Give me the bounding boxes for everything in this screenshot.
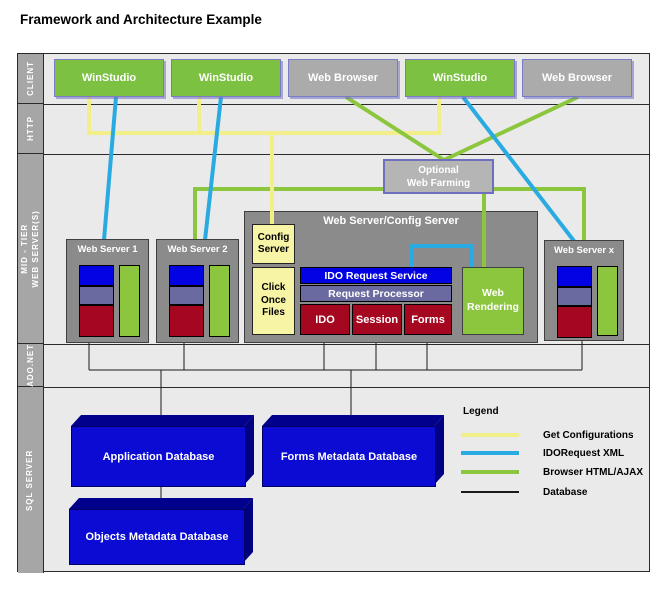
- client-box-web-browser-1: Web Browser: [288, 59, 398, 97]
- data-components-block: [79, 305, 114, 337]
- web-rendering-block: [119, 265, 140, 337]
- band-separator: [18, 344, 649, 345]
- band-separator: [18, 387, 649, 388]
- band-separator: [18, 104, 649, 105]
- ido-request-service-bar: IDO Request Service: [300, 267, 452, 284]
- band-client: CLIENT: [18, 54, 44, 104]
- web-config-server-box: Web Server/Config Server Config Server C…: [244, 211, 538, 343]
- client-box-web-browser-2: Web Browser: [522, 59, 632, 97]
- client-box-winstudio-2: WinStudio: [171, 59, 281, 97]
- ido-service-block: [79, 265, 114, 286]
- db-right-face: [434, 415, 444, 485]
- web-server-1-title: Web Server 1: [77, 244, 138, 255]
- ido-service-block: [169, 265, 204, 286]
- web-rendering-box: Web Rendering: [462, 267, 524, 335]
- objects-metadata-database: Objects Metadata Database: [69, 498, 253, 565]
- legend-title: Legend: [463, 406, 499, 417]
- band-client-label: CLIENT: [25, 61, 35, 96]
- ido-component: IDO: [300, 304, 350, 335]
- client-box-winstudio-3: WinStudio: [405, 59, 515, 97]
- legend-swatch-yellow: [461, 433, 519, 437]
- ido-service-block: [557, 266, 592, 287]
- web-server-x-box: Web Server x: [544, 240, 624, 341]
- db-right-face: [244, 415, 254, 485]
- click-once-files-box: Click Once Files: [252, 267, 295, 335]
- legend-item-browser-html-ajax: Browser HTML/AJAX: [461, 465, 643, 479]
- db-right-face: [243, 498, 253, 563]
- request-processor-block: [557, 287, 592, 306]
- owf-line2: Web Farming: [406, 177, 471, 189]
- band-sql: SQL SERVER: [18, 387, 44, 573]
- legend-label: Database: [543, 486, 588, 498]
- web-server-x-title: Web Server x: [553, 245, 615, 256]
- web-server-1-box: Web Server 1: [66, 239, 149, 343]
- config-server-box: Config Server: [252, 224, 295, 264]
- application-database-label: Application Database: [71, 426, 246, 487]
- band-adonet: ADO.NET: [18, 343, 44, 387]
- request-processor-block: [79, 286, 114, 305]
- web-rendering-block: [209, 265, 230, 337]
- db-top-face: [71, 415, 254, 426]
- client-box-winstudio-1: WinStudio: [54, 59, 164, 97]
- band-http: HTTP: [18, 104, 44, 154]
- forms-metadata-database-label: Forms Metadata Database: [262, 426, 436, 487]
- legend-swatch-green: [461, 470, 519, 474]
- db-top-face: [262, 415, 444, 426]
- legend-item-idorequest-xml: IDORequest XML: [461, 446, 624, 460]
- legend-swatch-blue: [461, 451, 519, 455]
- request-processor-bar: Request Processor: [300, 285, 452, 302]
- optional-web-farming-box: Optional Web Farming: [383, 159, 494, 194]
- legend-item-get-configurations: Get Configurations: [461, 428, 634, 442]
- web-server-2-title: Web Server 2: [167, 244, 228, 255]
- forms-component: Forms: [404, 304, 452, 335]
- line-browser-webfarm-right: [443, 95, 579, 162]
- legend-label: IDORequest XML: [543, 447, 625, 459]
- band-adonet-label: ADO.NET: [25, 343, 35, 387]
- legend-label: Browser HTML/AJAX: [543, 466, 644, 478]
- band-separator: [18, 154, 649, 155]
- data-components-block: [169, 305, 204, 337]
- legend-item-database: Database: [461, 485, 587, 499]
- data-components-block: [557, 306, 592, 338]
- line-idorequest-ws2: [203, 96, 223, 241]
- legend-swatch-black: [461, 491, 519, 493]
- db-top-face: [69, 498, 253, 509]
- owf-line1: Optional: [418, 164, 459, 176]
- band-sql-label: SQL SERVER: [25, 449, 35, 511]
- band-http-label: HTTP: [25, 116, 35, 141]
- page-title: Framework and Architecture Example: [20, 12, 262, 27]
- legend-label: Get Configurations: [543, 429, 634, 441]
- line-idorequest-ws1: [102, 96, 118, 241]
- forms-metadata-database: Forms Metadata Database: [262, 415, 444, 487]
- request-processor-block: [169, 286, 204, 305]
- web-rendering-block: [597, 266, 618, 336]
- objects-metadata-database-label: Objects Metadata Database: [69, 509, 245, 565]
- line-browser-webfarm-left: [344, 95, 446, 162]
- web-server-2-box: Web Server 2: [156, 239, 239, 343]
- session-component: Session: [352, 304, 402, 335]
- application-database: Application Database: [71, 415, 254, 487]
